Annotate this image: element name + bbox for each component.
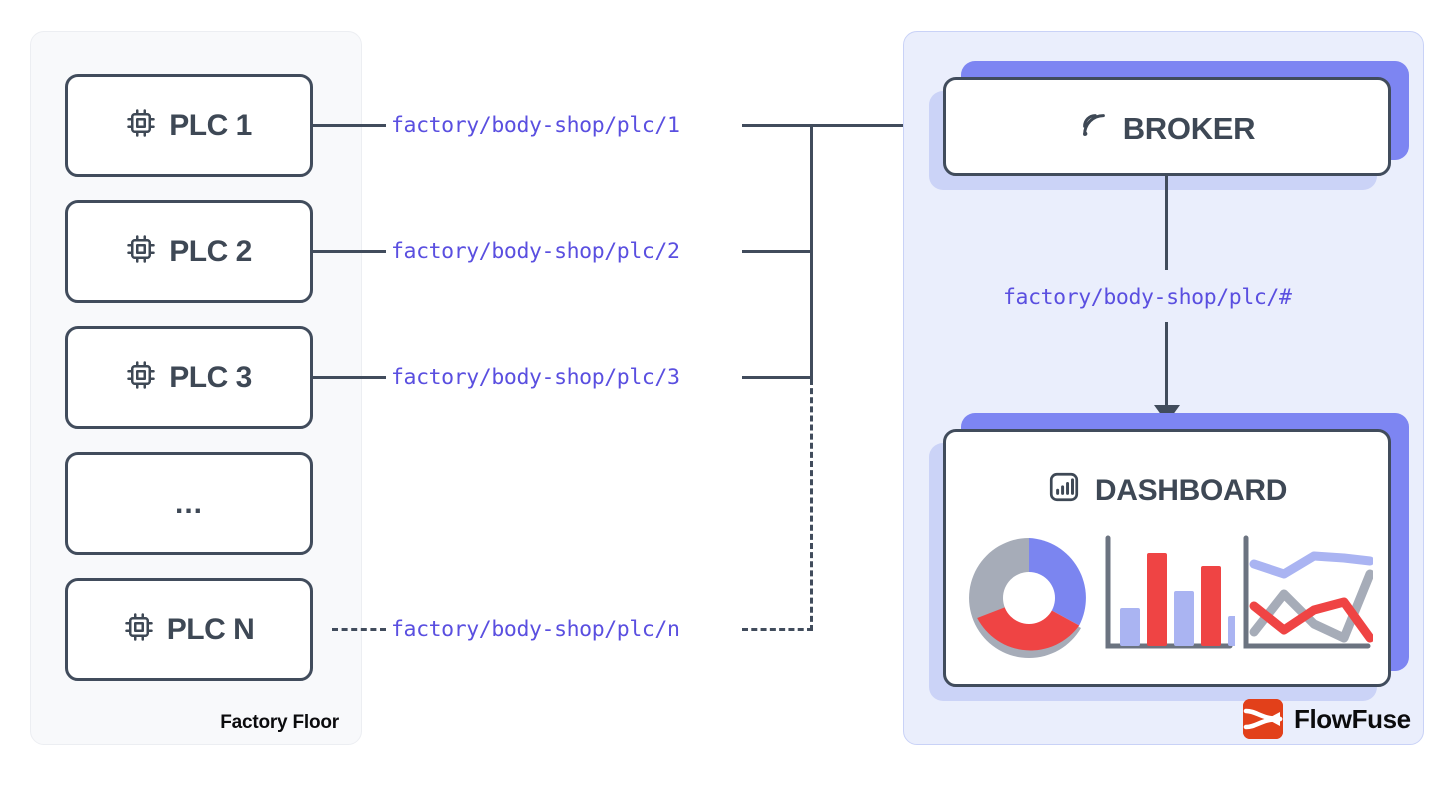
ellipsis-label: ... bbox=[174, 486, 203, 520]
bus-vertical-solid bbox=[810, 124, 813, 379]
broker-title-row: BROKER bbox=[946, 110, 1388, 148]
wire-plc1-to-broker bbox=[742, 124, 935, 127]
broker-card: BROKER bbox=[943, 77, 1391, 176]
cpu-chip-icon bbox=[126, 234, 156, 269]
flowfuse-brand: FlowFuse bbox=[1243, 699, 1411, 739]
plc-node-1[interactable]: PLC 1 bbox=[65, 74, 313, 177]
cpu-chip-icon bbox=[124, 612, 154, 647]
plc-node-label: PLC N bbox=[166, 612, 255, 646]
bus-vertical-dashed bbox=[810, 379, 813, 631]
topic-label-plc2: factory/body-shop/plc/2 bbox=[391, 239, 680, 264]
plc-node-n[interactable]: PLC N bbox=[65, 578, 313, 681]
broker-label: BROKER bbox=[1122, 111, 1256, 146]
dashboard-label: DASHBOARD bbox=[1094, 474, 1288, 507]
flowfuse-logo-icon bbox=[1243, 699, 1283, 739]
cpu-chip-icon bbox=[126, 108, 156, 143]
wire-plc2-to-bus bbox=[742, 250, 813, 253]
broadcast-signal-icon bbox=[1079, 110, 1109, 148]
line-chart bbox=[1243, 535, 1373, 649]
dashboard-charts-row bbox=[960, 532, 1374, 662]
dashboard-card: DASHBOARD bbox=[943, 429, 1391, 687]
flowfuse-wordmark: FlowFuse bbox=[1294, 703, 1411, 734]
plc-node-3[interactable]: PLC 3 bbox=[65, 326, 313, 429]
wire-plc3-to-bus bbox=[742, 376, 813, 379]
bar-chart-square-icon bbox=[1047, 470, 1081, 512]
broker-node[interactable]: BROKER bbox=[929, 61, 1409, 190]
cpu-chip-icon bbox=[126, 360, 156, 395]
wire-plc2-left bbox=[313, 250, 386, 253]
donut-chart bbox=[968, 538, 1086, 658]
topic-label-plc3: factory/body-shop/plc/3 bbox=[391, 365, 680, 390]
wire-plcn-left-dashed bbox=[332, 628, 386, 631]
plc-node-label: PLC 2 bbox=[169, 234, 252, 268]
plc-node-ellipsis: ... bbox=[65, 452, 313, 555]
wire-plc1-left bbox=[313, 124, 386, 127]
plc-node-label: PLC 1 bbox=[169, 108, 252, 142]
topic-label-plcn: factory/body-shop/plc/n bbox=[391, 617, 680, 642]
plc-node-label: PLC 3 bbox=[169, 360, 252, 394]
plc-node-2[interactable]: PLC 2 bbox=[65, 200, 313, 303]
wire-plc3-left bbox=[313, 376, 386, 379]
dashboard-node[interactable]: DASHBOARD bbox=[929, 413, 1409, 701]
bar-chart bbox=[1105, 535, 1235, 649]
factory-floor-label: Factory Floor bbox=[220, 712, 339, 733]
wire-broker-down-lower bbox=[1165, 322, 1168, 408]
dashboard-title-row: DASHBOARD bbox=[946, 470, 1388, 512]
topic-label-plc1: factory/body-shop/plc/1 bbox=[391, 113, 680, 138]
wire-plcn-to-bus-dashed bbox=[742, 628, 813, 631]
topic-label-subscribe: factory/body-shop/plc/# bbox=[1003, 285, 1292, 310]
wire-broker-down-upper bbox=[1165, 175, 1168, 270]
